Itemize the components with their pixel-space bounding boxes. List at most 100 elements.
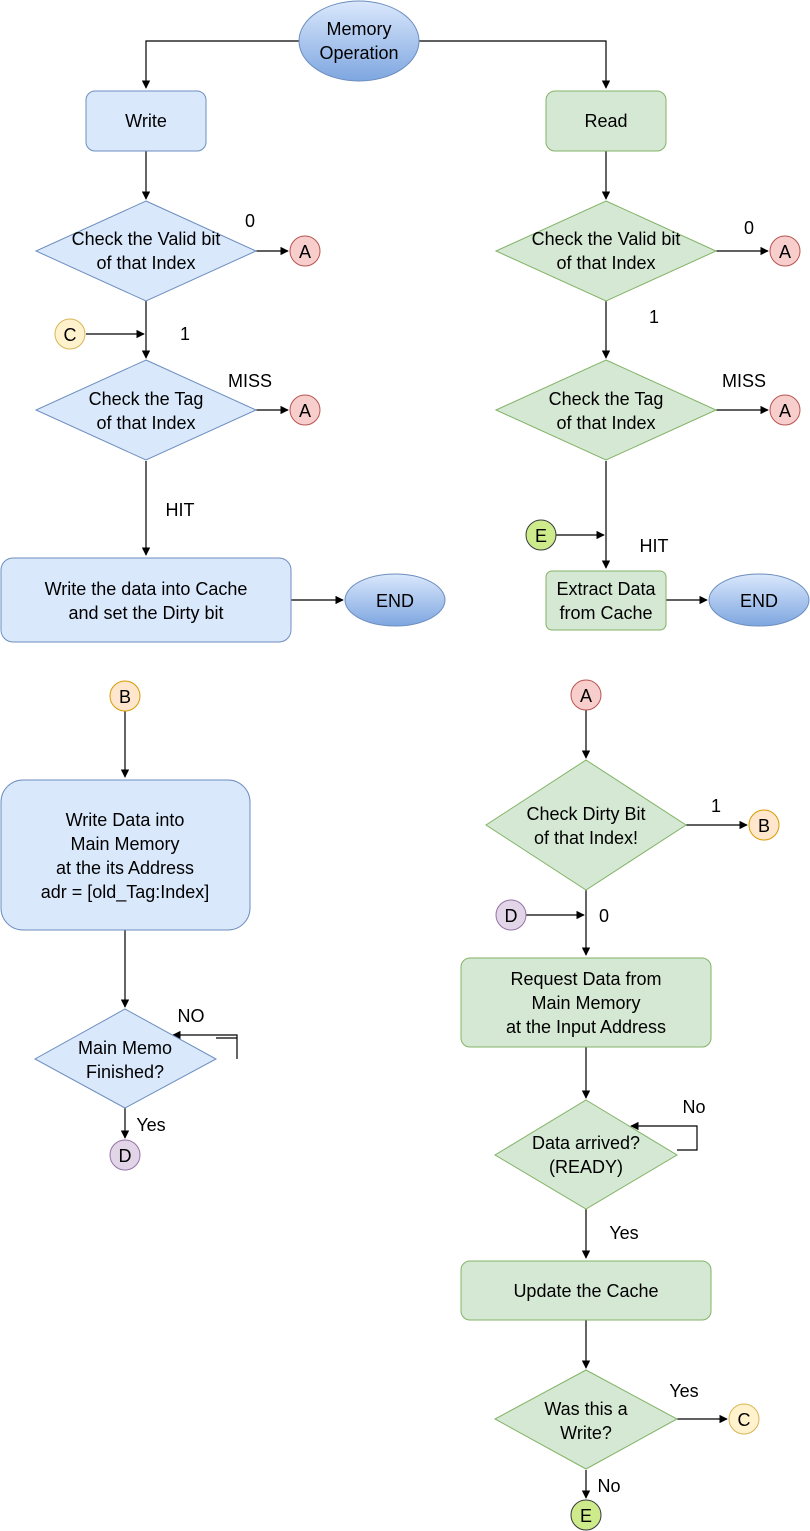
wb-finished-line-1: Main Memo	[78, 1038, 172, 1058]
connector-a-3-label: A	[779, 242, 791, 262]
r-tag-line-1: Check the Tag	[549, 389, 664, 409]
wb-write-mem-node: Write Data into Main Memory at the its A…	[0, 779, 251, 931]
label-w-tag-miss: MISS	[228, 371, 272, 391]
w-valid-line-1: Check the Valid bit	[72, 229, 221, 249]
connector-c-2: C	[728, 1403, 760, 1435]
wb-finished-line-2: Finished?	[86, 1062, 164, 1082]
w-write-cache-line-1: Write the data into Cache	[45, 579, 248, 599]
r-end-label: END	[740, 591, 778, 611]
connector-c-2-label: C	[738, 1410, 751, 1430]
r-valid-decision: Check the Valid bit of that Index	[494, 200, 718, 302]
wb-write-mem-line-3: at the its Address	[56, 858, 194, 878]
label-w-tag-hit: HIT	[166, 500, 195, 520]
m-arrived-line-2: (READY)	[549, 1157, 623, 1177]
read-node: Read	[545, 90, 667, 152]
r-extract-line-1: Extract Data	[556, 579, 656, 599]
connector-c-1: C	[54, 318, 86, 350]
connector-c-1-label: C	[64, 325, 77, 345]
m-update-label: Update the Cache	[513, 1281, 658, 1301]
edge-arrived-loop	[630, 1121, 698, 1151]
r-end-node: END	[708, 573, 810, 627]
connector-d-2: D	[495, 899, 527, 931]
m-dirty-line-2: of that Index!	[534, 828, 638, 848]
m-was-write-line-1: Was this a	[544, 1399, 628, 1419]
write-label: Write	[125, 111, 167, 131]
connector-d-1-label: D	[119, 1146, 132, 1166]
edges	[86, 40, 769, 1499]
connector-b-2: B	[748, 809, 780, 841]
edge-start-to-read	[419, 40, 611, 89]
w-write-cache-line-2: and set the Dirty bit	[68, 603, 223, 623]
label-m-write-yes: Yes	[669, 1381, 698, 1401]
w-valid-line-2: of that Index	[96, 253, 195, 273]
w-tag-decision: Check the Tag of that Index	[34, 359, 258, 461]
m-arrived-line-1: Data arrived?	[532, 1133, 640, 1153]
m-arrived-decision: Data arrived? (READY)	[494, 1099, 678, 1210]
w-tag-line-2: of that Index	[96, 413, 195, 433]
r-extract-node: Extract Data from Cache	[545, 570, 667, 631]
label-m-write-no: No	[597, 1476, 620, 1496]
connector-a-1-label: A	[299, 242, 311, 262]
wb-write-mem-line-1: Write Data into	[66, 810, 185, 830]
label-r-valid-zero: 0	[744, 218, 754, 238]
read-label: Read	[584, 111, 627, 131]
r-tag-line-2: of that Index	[556, 413, 655, 433]
label-m-arrived-yes: Yes	[609, 1223, 638, 1243]
m-update-node: Update the Cache	[460, 1260, 712, 1321]
connector-d-2-label: D	[505, 906, 518, 926]
m-was-write-line-2: Write?	[560, 1423, 612, 1443]
label-m-dirty-one: 1	[711, 796, 721, 816]
start-label-line-1: Memory	[326, 19, 391, 39]
connector-e-1-label: E	[535, 526, 547, 546]
r-tag-decision: Check the Tag of that Index	[494, 359, 718, 461]
wb-write-mem-line-2: Main Memory	[70, 834, 179, 854]
connector-a-5-label: A	[580, 686, 592, 706]
connector-a-2-label: A	[299, 401, 311, 421]
w-end-node: END	[344, 573, 446, 627]
start-label-line-2: Operation	[319, 43, 398, 63]
connector-a-2: A	[289, 394, 321, 426]
connector-a-1: A	[289, 235, 321, 267]
connector-b-1-label: B	[119, 687, 131, 707]
connector-e-2: E	[570, 1499, 602, 1531]
m-was-write-decision: Was this a Write?	[493, 1369, 679, 1470]
connector-e-2-label: E	[580, 1506, 592, 1526]
r-extract-line-2: from Cache	[559, 603, 652, 623]
label-m-arrived-no: No	[682, 1097, 705, 1117]
connector-a-3: A	[769, 235, 801, 267]
r-valid-line-1: Check the Valid bit	[532, 229, 681, 249]
label-r-tag-hit: HIT	[640, 536, 669, 556]
connector-e-1: E	[525, 519, 557, 551]
edge-start-to-write	[141, 40, 300, 89]
edge-finished-loop	[173, 1035, 238, 1059]
connector-b-2-label: B	[758, 816, 770, 836]
m-request-line-3: at the Input Address	[506, 1017, 666, 1037]
label-m-dirty-zero: 0	[599, 906, 609, 926]
m-request-line-1: Request Data from	[510, 969, 661, 989]
m-request-line-2: Main Memory	[531, 993, 640, 1013]
edge-labels: 0 1 MISS HIT 0 1 MISS HIT NO Yes 1 0 No …	[136, 211, 766, 1496]
label-wb-no: NO	[178, 1006, 205, 1026]
write-node: Write	[85, 90, 207, 152]
label-wb-yes: Yes	[136, 1115, 165, 1135]
w-write-cache-node: Write the data into Cache and set the Di…	[0, 557, 292, 643]
connector-a-4: A	[769, 394, 801, 426]
start-node: Memory Operation	[298, 0, 420, 82]
wb-write-mem-line-4: adr = [old_Tag:Index]	[41, 882, 210, 903]
m-request-node: Request Data from Main Memory at the Inp…	[460, 957, 712, 1048]
label-w-valid-one: 1	[180, 324, 190, 344]
m-dirty-line-1: Check Dirty Bit	[526, 804, 645, 824]
connector-b-1: B	[109, 680, 141, 712]
m-dirty-decision: Check Dirty Bit of that Index!	[485, 759, 687, 891]
label-r-tag-miss: MISS	[722, 371, 766, 391]
w-valid-decision: Check the Valid bit of that Index	[34, 200, 258, 302]
r-valid-line-2: of that Index	[556, 253, 655, 273]
wb-finished-decision: Main Memo Finished?	[33, 1008, 218, 1109]
label-w-valid-zero: 0	[245, 211, 255, 231]
connector-d-1: D	[109, 1139, 141, 1171]
label-r-valid-one: 1	[649, 307, 659, 327]
connector-a-5: A	[570, 679, 602, 711]
w-tag-line-1: Check the Tag	[89, 389, 204, 409]
connector-a-4-label: A	[779, 401, 791, 421]
